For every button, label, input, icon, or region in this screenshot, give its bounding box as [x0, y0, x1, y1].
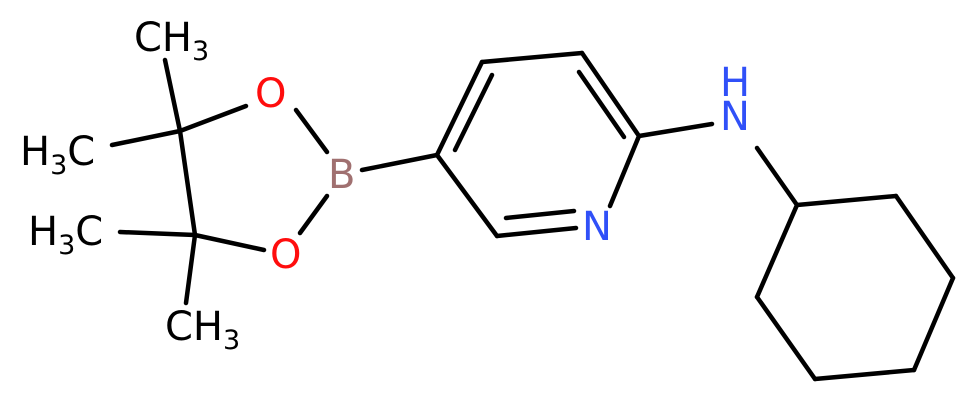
bond-c2-n — [607, 133, 642, 209]
bond-c3-c2 — [579, 50, 642, 139]
bond-c2-nh — [636, 121, 715, 139]
atom-labels: CH3 H3C H3C CH3 O O B N N H — [20, 15, 750, 356]
bond-c4-c3 — [479, 50, 585, 65]
bond-c2-ch3-bottom — [183, 232, 198, 306]
bond-cy4-cy5 — [812, 367, 917, 382]
bond-cy5-cy6 — [754, 294, 818, 382]
label-pyridine-nitrogen: N — [582, 204, 612, 250]
bond-o-bottom-c2 — [192, 232, 267, 253]
bond-c2-h3c-lower — [117, 229, 198, 238]
label-amine-nitrogen: N — [720, 94, 750, 140]
label-boron: B — [328, 152, 355, 198]
bond-cy2-cy3 — [893, 193, 956, 281]
bonds — [109, 50, 956, 382]
label-ch3-bottom: CH3 — [165, 304, 240, 356]
bond-b-o-bottom — [297, 193, 330, 236]
bond-c1-c2 — [177, 128, 198, 238]
bond-c1-o-top — [177, 103, 249, 134]
bond-cy1-cy2 — [794, 193, 899, 208]
label-oxygen-top: O — [255, 71, 286, 117]
bond-c3-c2-inner — [576, 69, 627, 140]
bond-c1-h3c-upper — [109, 128, 183, 148]
bond-c5-c4 — [434, 59, 485, 158]
label-h3c-lower: H3C — [28, 209, 103, 261]
bond-cy3-cy4 — [911, 275, 956, 373]
bond-o-top-b — [293, 107, 330, 155]
bond-nh-cy — [754, 145, 800, 208]
bond-c5-c4-inner — [452, 72, 495, 153]
bond-c6-c5 — [434, 152, 500, 239]
bond-n-c6-inner — [503, 208, 577, 221]
bond-b-c5 — [359, 152, 440, 173]
label-h3c-upper: H3C — [20, 129, 95, 181]
bond-n-c6 — [494, 225, 579, 239]
label-amine-hydrogen: H — [720, 60, 750, 106]
bond-c1-ch3-top — [162, 57, 183, 134]
label-oxygen-bottom: O — [270, 232, 301, 278]
label-ch3-top: CH3 — [134, 15, 209, 67]
bond-cy6-cy1 — [754, 202, 800, 300]
